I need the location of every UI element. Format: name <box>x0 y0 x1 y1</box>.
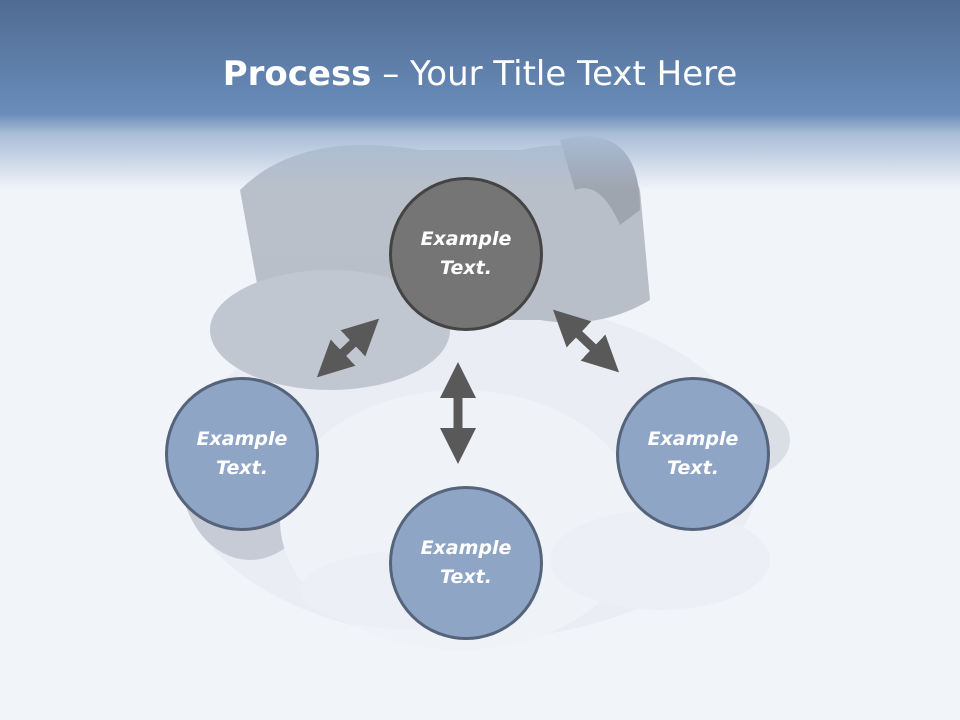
arrow-top-right <box>552 309 620 373</box>
slide-title-strong: Process <box>222 54 372 94</box>
process-circle-top[interactable]: Example Text. <box>389 177 543 331</box>
title-banner <box>0 0 960 190</box>
circle-left-line2: Text. <box>216 457 268 479</box>
arrow-top-left <box>316 318 380 378</box>
slide-title-rest: – Your Title Text Here <box>371 54 738 94</box>
process-circle-bottom[interactable]: Example Text. <box>389 486 543 640</box>
circle-left-line1: Example <box>196 428 288 450</box>
circle-right-line2: Text. <box>667 457 719 479</box>
circle-bottom-line1: Example <box>420 537 512 559</box>
circle-right-line1: Example <box>647 428 739 450</box>
circle-top-line1: Example <box>420 228 512 250</box>
slide-title: Process – Your Title Text Here <box>0 52 960 96</box>
circle-bottom-line2: Text. <box>440 566 492 588</box>
circle-top-line2: Text. <box>440 257 492 279</box>
process-circle-right[interactable]: Example Text. <box>616 377 770 531</box>
process-circle-left[interactable]: Example Text. <box>165 377 319 531</box>
